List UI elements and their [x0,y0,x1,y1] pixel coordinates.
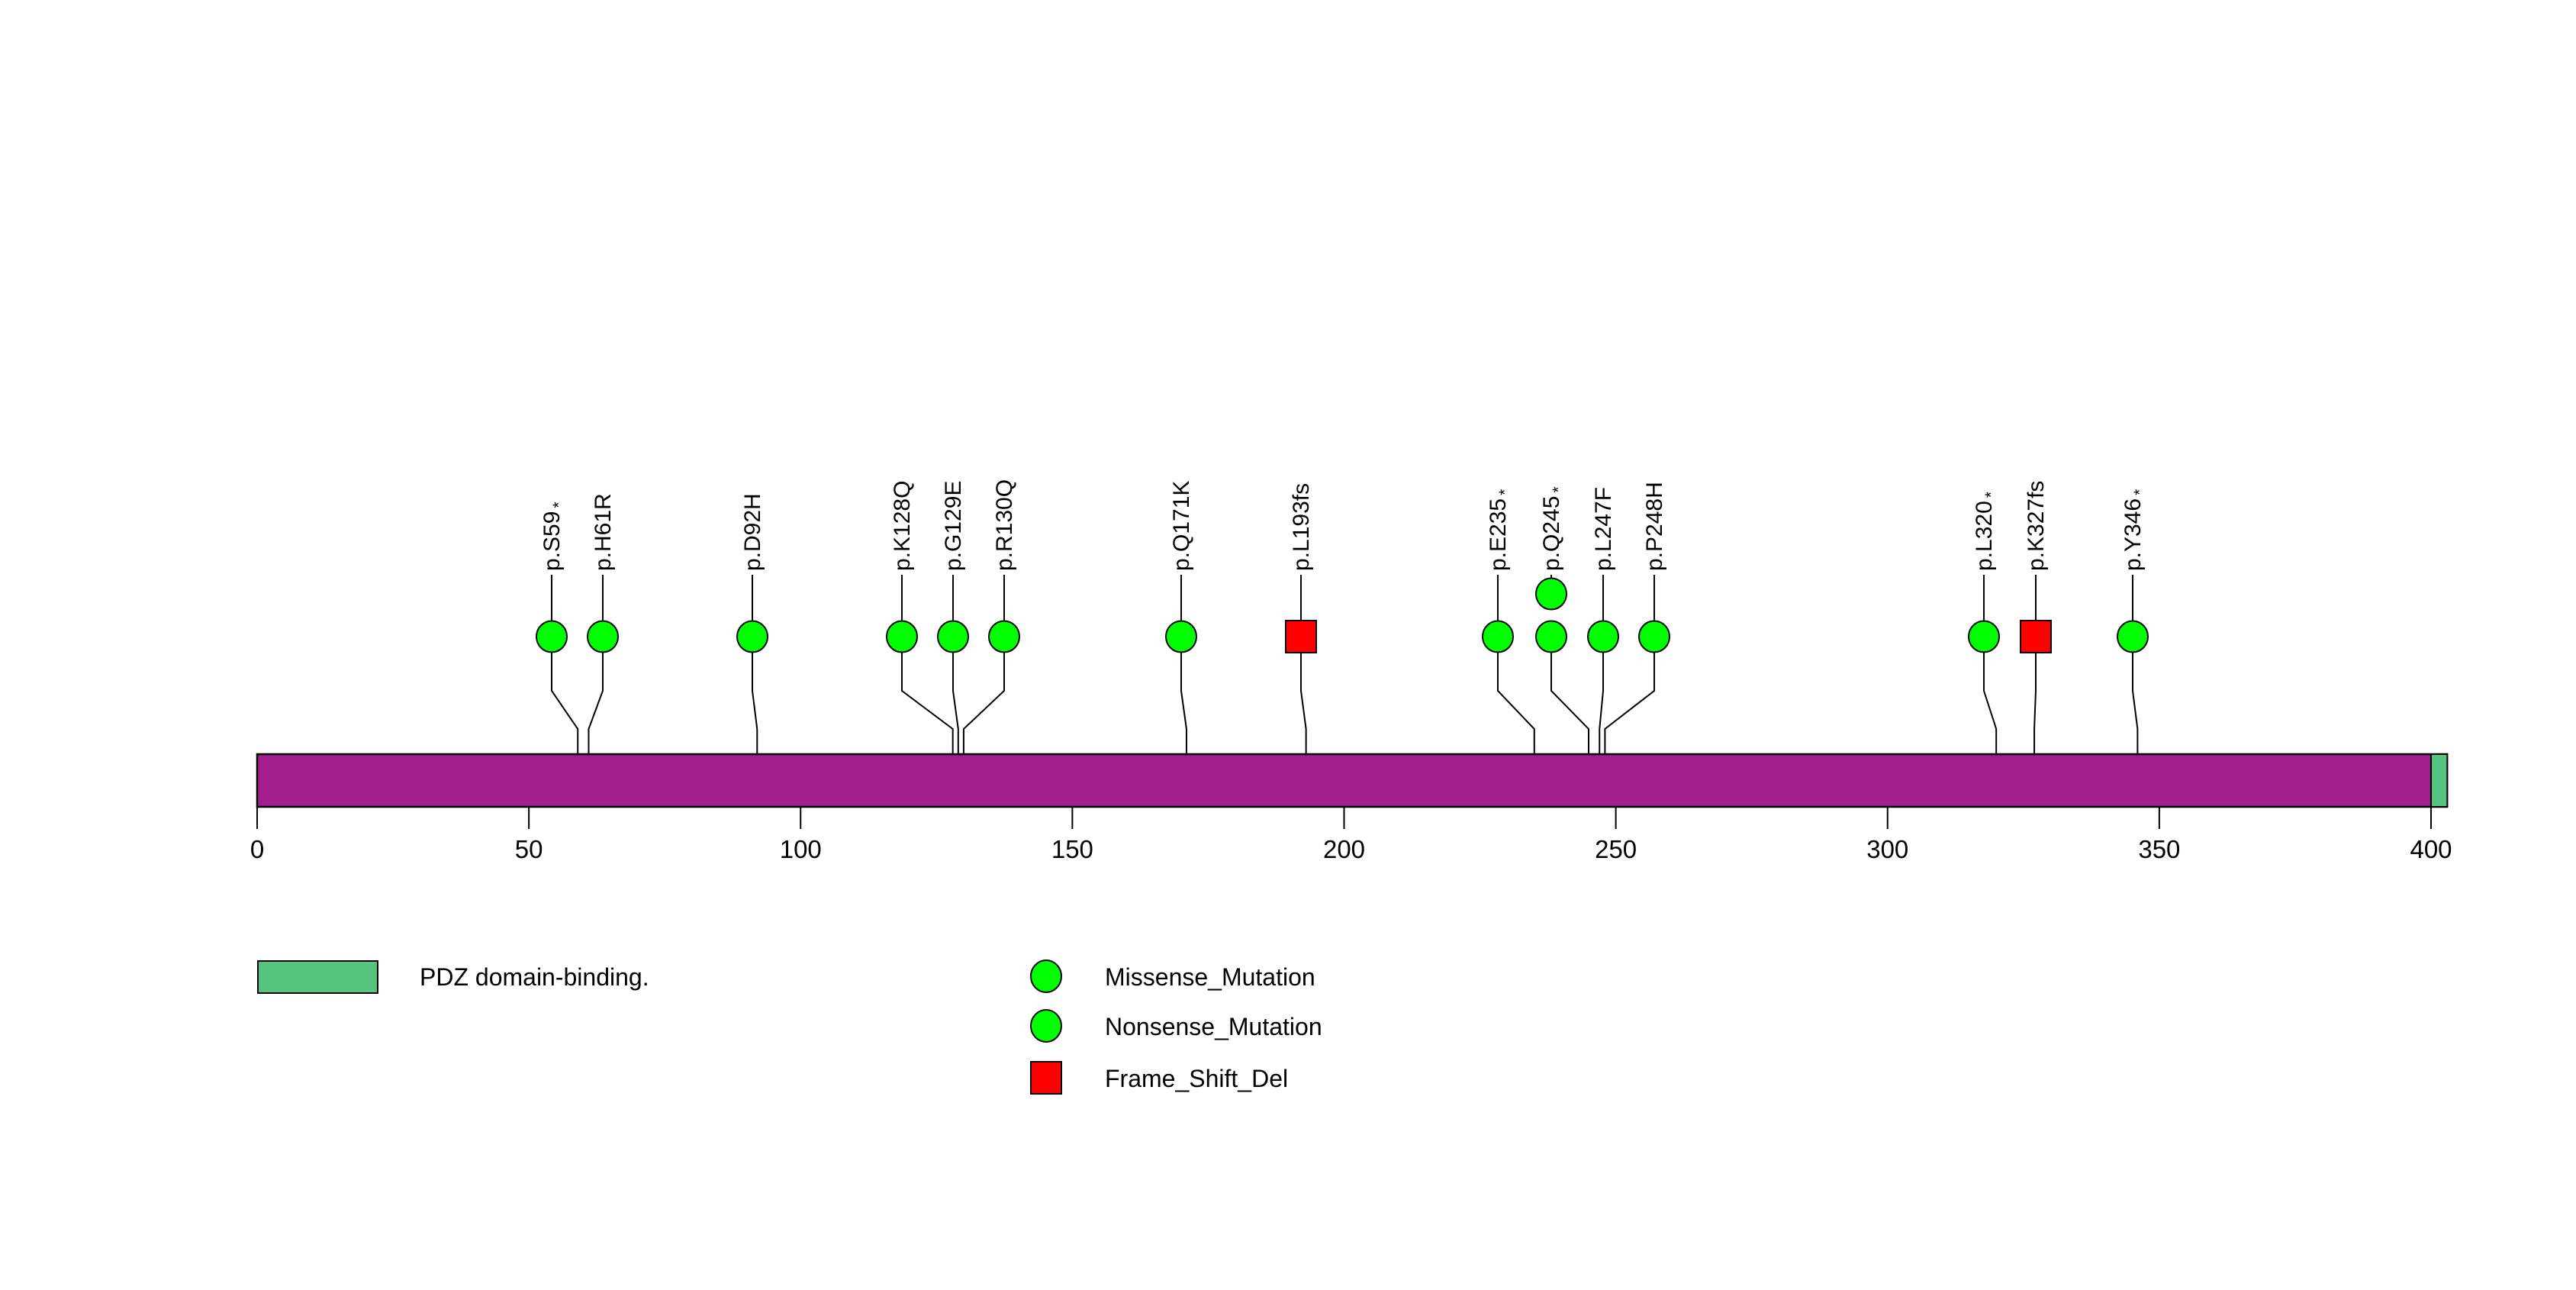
mutation-marker-frameshift[interactable] [2020,620,2052,653]
protein-domains [2430,753,2449,808]
mutation-label: p.L193fs [1289,483,1314,571]
mutation-marker[interactable] [736,620,768,653]
domain-legend-label: PDZ domain-binding. [420,963,649,991]
mutation-marker-frameshift[interactable] [1285,620,1317,653]
mutation-marker[interactable] [1165,620,1197,653]
axis-tick-label: 400 [2410,835,2452,863]
axis-tick-label: 200 [1323,835,1365,863]
domain-legend-swatch [257,960,378,994]
axis-tick-label: 250 [1595,835,1637,863]
axis-tick-label: 350 [2138,835,2180,863]
mutation-label: p.Q171K [1169,481,1194,571]
mutation-marker[interactable] [536,620,568,653]
nonsense-legend-icon [1030,1009,1062,1043]
mutation-label: p.Q245* [1539,486,1567,571]
missense-legend-icon [1030,959,1062,993]
mutation-label: p.S59* [539,501,568,571]
mutation-marker[interactable] [1638,620,1670,653]
mutation-label: p.H61R [591,493,616,571]
mutation-marker[interactable] [2117,620,2149,653]
mutation-marker[interactable] [1535,620,1567,653]
mutation-label: p.P248H [1642,482,1667,571]
mutation-markers [536,577,2149,653]
axis-tick-label: 0 [250,835,264,863]
frameshift-legend-icon [1030,1061,1062,1095]
frameshift-legend-label: Frame_Shift_Del [1105,1065,1288,1092]
mutation-label: p.K327fs [2024,481,2049,571]
mutation-label: p.Y346* [2120,489,2149,571]
mutation-marker[interactable] [1587,620,1619,653]
axis-tick-label: 100 [780,835,822,863]
legend: PDZ domain-binding. Missense_Mutation No… [257,959,1322,1095]
domain-pdz-binding [2430,753,2449,808]
mutation-label: p.D92H [740,493,765,571]
axis-tick-label: 300 [1866,835,1908,863]
mutation-marker[interactable] [886,620,918,653]
mutation-label: p.K128Q [890,481,915,571]
mutation-marker[interactable] [1968,620,2000,653]
mutation-label: p.R130Q [992,479,1017,571]
mutation-labels: p.S59* p.H61R p.D92H p.K128Q p.G129E p.R130Q p… [539,479,2149,571]
mutation-marker[interactable] [937,620,969,653]
axis-tick-label: 150 [1051,835,1093,863]
mutation-label: p.L247F [1591,487,1616,571]
nonsense-legend-label: Nonsense_Mutation [1105,1013,1322,1040]
x-axis: 0 50 100 150 200 250 300 350 400 [250,807,2452,863]
mutation-label: p.E235* [1486,489,1514,571]
mutation-marker[interactable] [1535,577,1567,611]
protein-bar [256,753,2449,808]
missense-legend-label: Missense_Mutation [1105,963,1315,991]
mutation-marker[interactable] [1482,620,1514,653]
mutation-marker[interactable] [587,620,619,653]
mutation-marker[interactable] [988,620,1020,653]
mutation-label: p.G129E [941,481,966,571]
axis-tick-label: 50 [515,835,543,863]
mutation-label: p.L320* [1972,492,2000,571]
